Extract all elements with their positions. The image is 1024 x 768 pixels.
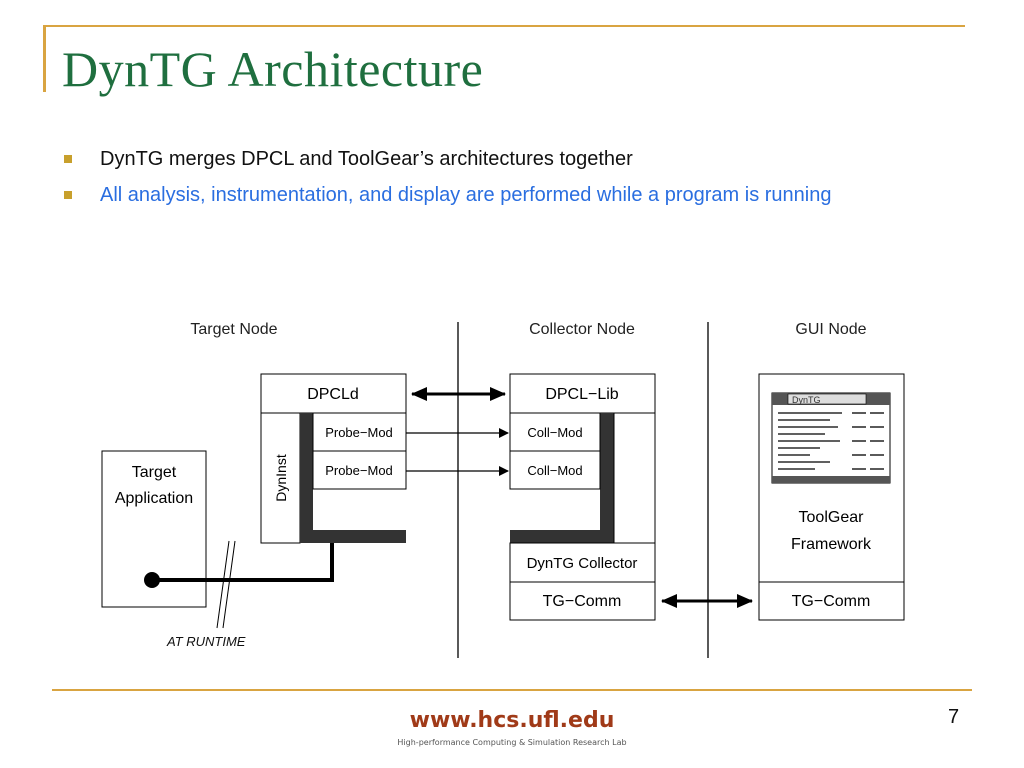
dpcld-label: DPCLd bbox=[307, 386, 359, 403]
bullet-text: DynTG merges DPCL and ToolGear’s archite… bbox=[100, 148, 633, 170]
probe-mod-label: Probe−Mod bbox=[325, 425, 393, 440]
dpcl-lib-label: DPCL−Lib bbox=[545, 386, 618, 403]
footer-url: www.hcs.ufl.edu bbox=[409, 708, 615, 733]
dyninst-box bbox=[260, 412, 301, 544]
toolgear-framework-label: Framework bbox=[791, 536, 872, 553]
runtime-break-mark bbox=[222, 540, 236, 629]
coll-mod-label: Coll−Mod bbox=[527, 463, 582, 478]
tg-comm-gui-box bbox=[758, 581, 905, 621]
tg-comm-collector-label: TG−Comm bbox=[543, 593, 622, 610]
slide-frame-horizontal-accent bbox=[43, 25, 965, 27]
coll-mod-label: Coll−Mod bbox=[527, 425, 582, 440]
target-application-label: Target bbox=[132, 464, 177, 481]
dyntg-collector-label: DynTG Collector bbox=[527, 555, 638, 572]
bullet-text: All analysis, instrumentation, and displ… bbox=[100, 184, 832, 206]
gui-stack: DynTG ToolGear Framework TG−Comm bbox=[758, 373, 905, 621]
collector-stack: DPCL−Lib Coll−Mod Coll−Mod DynTG Collect… bbox=[509, 373, 656, 621]
probe-mod-box bbox=[312, 412, 407, 452]
runtime-break-mark bbox=[216, 540, 230, 629]
coll-mod-box bbox=[509, 412, 601, 452]
toolgear-framework-label: ToolGear bbox=[799, 509, 865, 526]
runtime-connection-line bbox=[152, 536, 334, 582]
bullet-list: DynTG merges DPCL and ToolGear’s archite… bbox=[60, 145, 940, 217]
probe-mod-box bbox=[312, 450, 407, 490]
gui-window-title: DynTG bbox=[792, 395, 821, 405]
tg-comm-gui-label: TG−Comm bbox=[792, 593, 871, 610]
target-application-label: Application bbox=[115, 490, 193, 507]
runtime-label: AT RUNTIME bbox=[166, 634, 246, 649]
gui-node-header: GUI Node bbox=[795, 321, 866, 338]
dyntg-collector-box bbox=[509, 542, 656, 583]
dyninst-label: DynInst bbox=[273, 454, 289, 502]
page-number: 7 bbox=[948, 706, 960, 728]
bullet-square-icon bbox=[64, 155, 72, 163]
footer-lab-name: High-performance Computing & Simulation … bbox=[397, 738, 627, 747]
bullet-item: All analysis, instrumentation, and displ… bbox=[60, 181, 940, 209]
tg-comm-collector-box bbox=[509, 581, 656, 621]
bullet-square-icon bbox=[64, 191, 72, 199]
slide-frame-vertical-accent bbox=[43, 25, 46, 92]
target-node-header: Target Node bbox=[190, 321, 277, 338]
probe-mod-label: Probe−Mod bbox=[325, 463, 393, 478]
slide-title: DynTG Architecture bbox=[62, 41, 484, 97]
gui-window-lines bbox=[778, 412, 884, 470]
bullet-item: DynTG merges DPCL and ToolGear’s archite… bbox=[60, 145, 940, 173]
coll-mod-box bbox=[509, 450, 601, 490]
dpcld-stack: DPCLd DynInst Probe−Mod Probe−Mod bbox=[260, 373, 407, 544]
footer-divider bbox=[52, 689, 972, 691]
collector-node-header: Collector Node bbox=[529, 321, 635, 338]
